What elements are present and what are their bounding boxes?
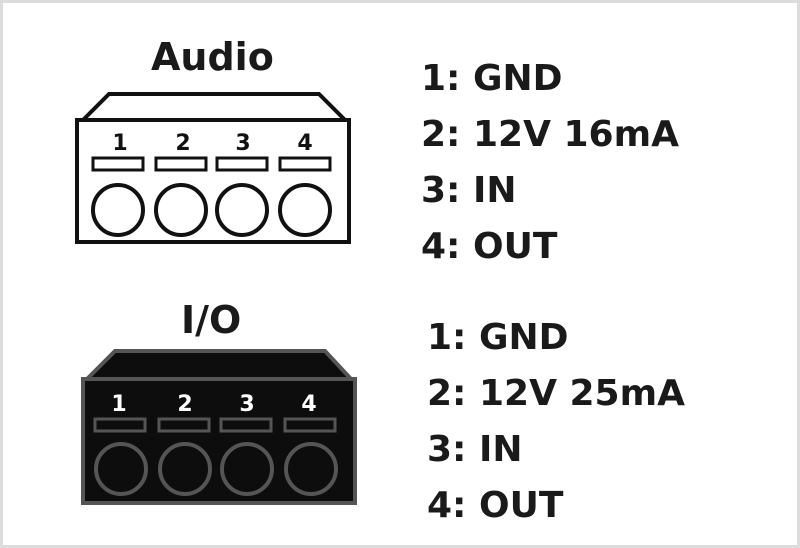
io-pin-slot (93, 417, 147, 433)
io-pin-hole (94, 442, 148, 496)
audio-pin-number: 4 (297, 131, 312, 156)
audio-pin-slot (215, 156, 269, 172)
io-pin-number: 2 (177, 392, 192, 417)
io-pin-number: 1 (111, 392, 126, 417)
audio-title: Audio (151, 35, 274, 79)
io-pin-slot (219, 417, 273, 433)
audio-pin-hole (154, 183, 208, 237)
audio-connector-top (78, 92, 350, 122)
io-pin-1: 1: GND (427, 317, 569, 358)
audio-pin-4: 4: OUT (421, 226, 558, 267)
audio-connector: 1 2 3 4 (75, 92, 351, 244)
io-pin-number: 4 (301, 392, 316, 417)
io-pin-4: 4: OUT (427, 485, 564, 526)
io-pin-hole (284, 442, 338, 496)
audio-pin-hole (278, 183, 332, 237)
io-pin-hole (220, 442, 274, 496)
audio-pin-number: 1 (112, 131, 127, 156)
audio-pin-slot (154, 156, 208, 172)
io-title: I/O (181, 298, 242, 342)
io-pin-2: 2: 12V 25mA (427, 373, 685, 414)
io-connector-body (81, 377, 357, 505)
io-connector: 1 2 3 4 (81, 349, 357, 505)
audio-pin-number: 2 (175, 131, 190, 156)
io-pin-slot (157, 417, 211, 433)
audio-pin-hole (215, 183, 269, 237)
io-pin-3: 3: IN (427, 429, 523, 470)
io-pin-hole (158, 442, 212, 496)
audio-pin-list: 1: GND 2: 12V 16mA 3: IN 4: OUT (421, 51, 679, 275)
audio-pin-slot (91, 156, 145, 172)
audio-pin-hole (91, 183, 145, 237)
io-connector-top (82, 349, 356, 381)
audio-pin-1: 1: GND (421, 58, 563, 99)
io-pin-list: 1: GND 2: 12V 25mA 3: IN 4: OUT (427, 310, 685, 534)
io-pin-number: 3 (239, 392, 254, 417)
io-pin-slot (283, 417, 337, 433)
audio-connector-body (75, 118, 351, 244)
audio-pin-2: 2: 12V 16mA (421, 114, 679, 155)
audio-pin-slot (278, 156, 332, 172)
audio-pin-number: 3 (235, 131, 250, 156)
audio-pin-3: 3: IN (421, 170, 517, 211)
